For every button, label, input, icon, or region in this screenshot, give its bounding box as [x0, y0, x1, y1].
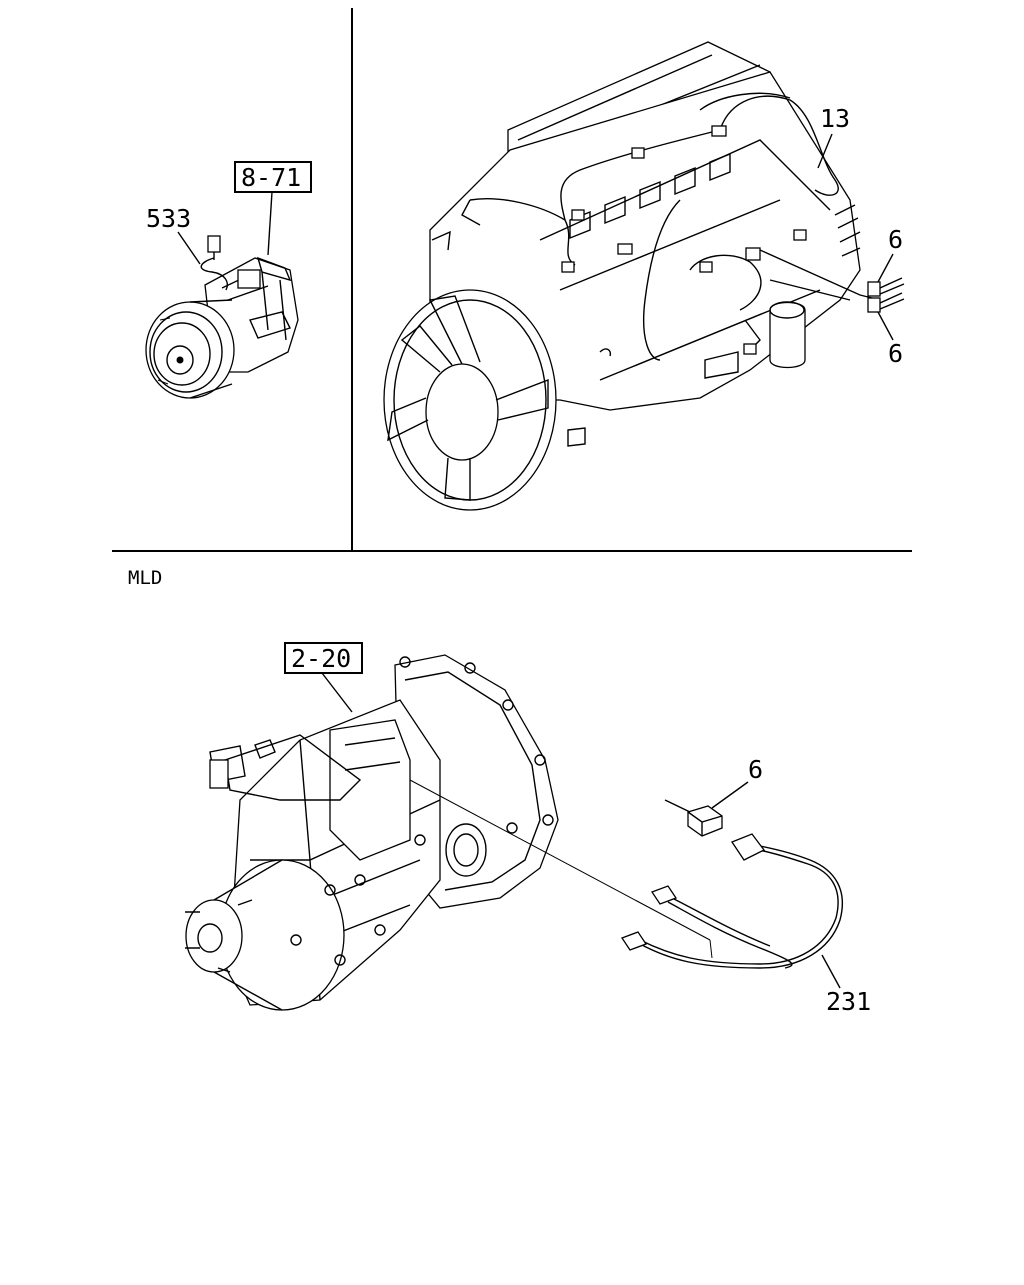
part-label-13: 13: [820, 104, 850, 133]
ref-box-8-71: 8-71: [234, 161, 312, 193]
part-label-533: 533: [146, 204, 191, 233]
engine-drawing: [383, 41, 905, 511]
part-label-231: 231: [826, 987, 871, 1016]
part-label-6-connector: 6: [748, 755, 763, 784]
leader-8-71: [267, 191, 273, 256]
ref-label-2-20: 2-20: [291, 644, 351, 673]
leader-6-upper: [877, 253, 894, 283]
section-label-mld: MLD: [128, 567, 162, 589]
leader-231: [821, 954, 841, 989]
part-label-6-upper: 6: [888, 225, 903, 254]
leader-533: [177, 231, 201, 265]
ref-box-2-20: 2-20: [284, 642, 363, 674]
transmission-drawing: [185, 654, 559, 1011]
leader-2-20: [321, 672, 353, 713]
leader-6-connector: [711, 781, 749, 809]
compressor-drawing: [145, 235, 299, 399]
leader-6-lower: [877, 311, 894, 341]
ref-label-8-71: 8-71: [241, 163, 301, 192]
part-label-6-lower: 6: [888, 339, 903, 368]
harness-231-drawing: [409, 779, 844, 969]
leader-13: [817, 133, 833, 169]
